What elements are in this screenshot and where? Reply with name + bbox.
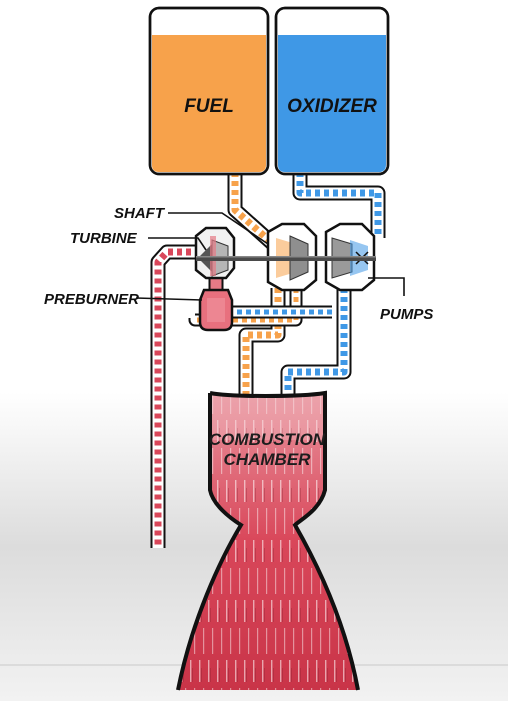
fuel-tank (148, 6, 270, 176)
callout-lines (135, 212, 405, 301)
turbine-exhaust-line (150, 244, 200, 548)
fuel-line-tank-to-pump (227, 172, 287, 258)
chamber-label-line1: COMBUSTION (209, 430, 326, 449)
turbine-callout (148, 237, 207, 251)
preburner-label: PREBURNER (44, 291, 139, 308)
chamber-label-line2: CHAMBER (224, 450, 312, 469)
pumps-callout (368, 277, 405, 296)
pipes (150, 172, 386, 548)
preburner (198, 288, 234, 332)
oxidizer-tank (274, 6, 390, 176)
pumps-label: PUMPS (380, 306, 433, 323)
oxidizer-line-tank-to-pump (292, 172, 386, 238)
oxidizer-line-pump-to-chamber (280, 288, 352, 395)
preburner-callout (135, 297, 203, 301)
fuel-label: FUEL (184, 96, 234, 117)
shaft-callout (168, 212, 269, 245)
turbine-label: TURBINE (70, 230, 138, 247)
turbine (194, 226, 236, 280)
oxidizer-label: OXIDIZER (287, 96, 377, 117)
shaft-label: SHAFT (114, 205, 166, 222)
shaft (196, 256, 376, 261)
